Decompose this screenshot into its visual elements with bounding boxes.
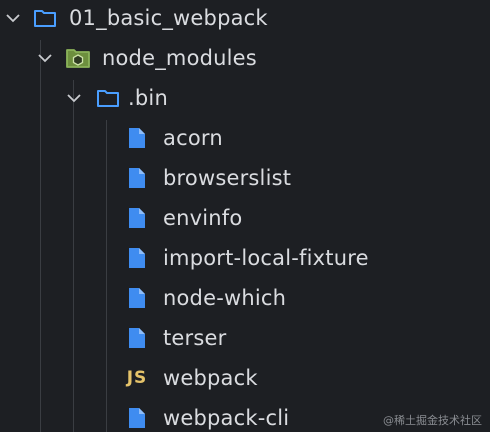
folder-icon	[30, 0, 60, 38]
tree-item-node-modules[interactable]: node_modules	[0, 38, 490, 78]
file-icon	[122, 198, 152, 238]
node-modules-folder-icon	[63, 38, 93, 78]
indent-guide	[73, 80, 74, 432]
tree-item-label: import-local-fixture	[163, 246, 369, 270]
chevron-down-icon[interactable]	[63, 78, 85, 118]
indent-guide	[40, 40, 41, 432]
file-icon	[122, 158, 152, 198]
tree-item-label: 01_basic_webpack	[69, 6, 268, 30]
folder-icon	[93, 78, 123, 118]
tree-item-file[interactable]: import-local-fixture	[0, 238, 490, 278]
tree-item-file[interactable]: acorn	[0, 118, 490, 158]
tree-item-file[interactable]: browserslist	[0, 158, 490, 198]
file-icon	[122, 318, 152, 358]
tree-item-label: envinfo	[163, 206, 243, 230]
file-icon	[122, 118, 152, 158]
tree-item-label: webpack	[163, 366, 258, 390]
tree-item-file-js[interactable]: JS webpack	[0, 358, 490, 398]
tree-item-label: webpack-cli	[163, 406, 290, 430]
chevron-down-icon[interactable]	[2, 0, 24, 38]
tree-item-file[interactable]: node-which	[0, 278, 490, 318]
tree-item-file[interactable]: webpack-cli	[0, 398, 490, 432]
tree-item-label: acorn	[163, 126, 223, 150]
js-file-icon: JS	[122, 358, 152, 398]
file-icon	[122, 278, 152, 318]
tree-item-file[interactable]: terser	[0, 318, 490, 358]
tree-item-label: .bin	[128, 86, 168, 110]
file-icon	[122, 238, 152, 278]
watermark: @稀土掘金技术社区	[383, 414, 482, 427]
tree-item-file[interactable]: envinfo	[0, 198, 490, 238]
tree-item-root-folder[interactable]: 01_basic_webpack	[0, 0, 490, 38]
file-icon	[122, 398, 152, 432]
js-badge: JS	[126, 368, 148, 388]
tree-item-label: terser	[163, 326, 227, 350]
tree-item-label: browserslist	[163, 166, 292, 190]
indent-guide	[106, 120, 107, 432]
chevron-down-icon[interactable]	[34, 38, 56, 78]
tree-item-label: node_modules	[102, 46, 257, 70]
tree-item-bin[interactable]: .bin	[0, 78, 490, 118]
tree-item-label: node-which	[163, 286, 287, 310]
